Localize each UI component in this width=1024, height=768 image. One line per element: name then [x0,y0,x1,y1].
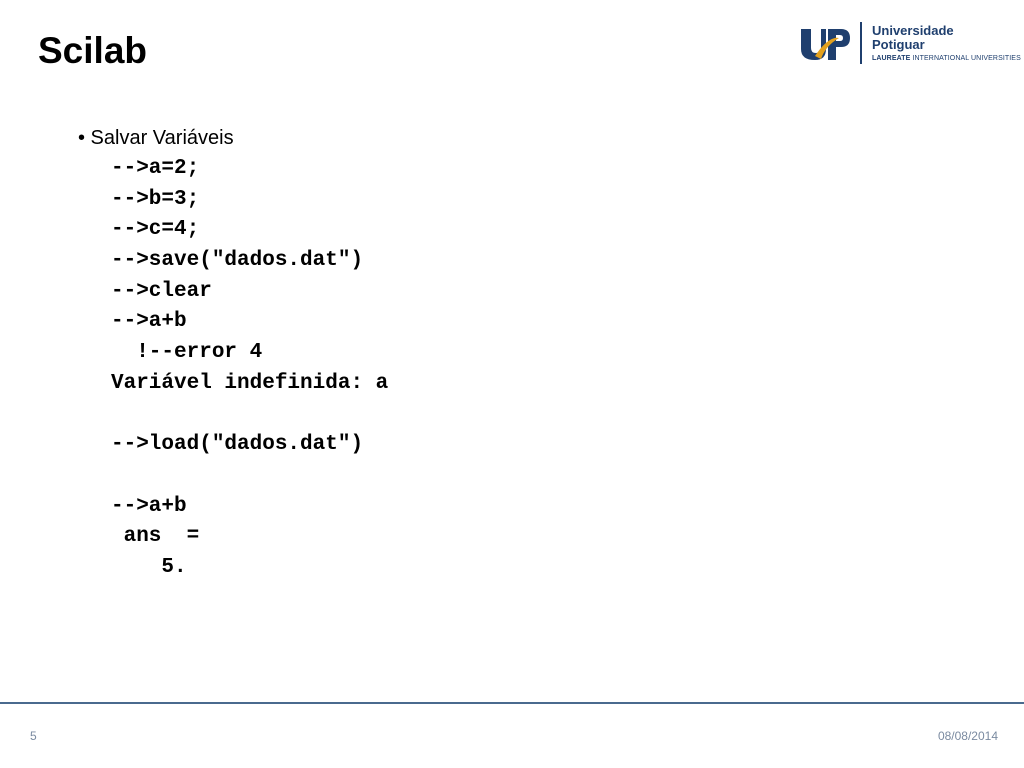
logo-divider [860,22,862,64]
code-line: -->a=2; [111,157,200,180]
slide-title: Scilab [38,30,147,71]
code-line: ans = [111,525,200,549]
code-line: -->load("dados.dat") [111,433,364,457]
code-line: 5. [111,555,187,579]
footer-divider [0,702,1024,704]
code-block: -->a=2; -->b=3; -->c=4; -->save("dados.d… [111,154,388,584]
university-logo: Universidade Potiguar LAUREATE INTERNATI… [799,22,1021,68]
code-line: -->a+b [111,494,187,518]
code-line: -->a+b [111,310,187,334]
logo-tagline-rest: INTERNATIONAL UNIVERSITIES [910,55,1021,62]
code-line: Variável indefinida: a [111,371,389,395]
code-line: -->c=4; [111,218,200,242]
logo-university-name-line2: Potiguar [872,37,925,52]
code-line: -->clear [111,279,212,303]
code-line [111,400,388,431]
bullet-save-variables: • Salvar Variáveis [78,127,234,149]
page-number: 5 [30,729,37,743]
logo-tagline: LAUREATE INTERNATIONAL UNIVERSITIES [872,55,1021,63]
footer-date: 08/08/2014 [937,729,998,743]
code-line: -->save("dados.dat") [111,249,364,273]
logo-university-name-line1: Universidade [872,23,954,38]
code-line: !--error 4 [111,341,263,365]
up-logo-icon [801,29,850,60]
logo-tagline-bold: LAUREATE [872,55,911,62]
code-line [111,461,388,492]
code-line: -->b=3; [111,187,200,211]
